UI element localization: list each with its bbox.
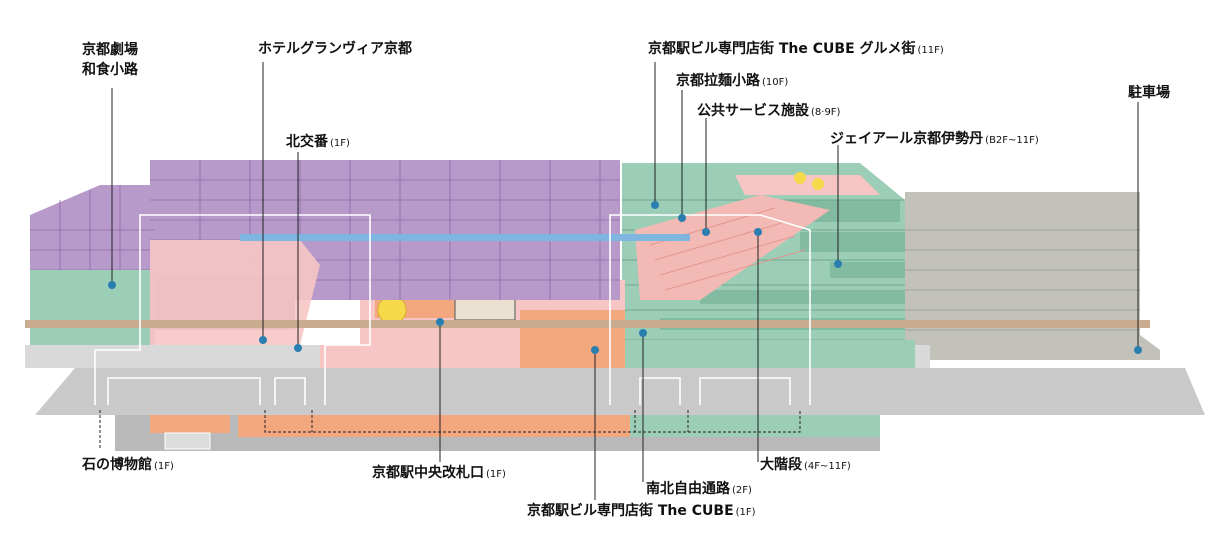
- label-ramen: 京都拉麺小路(10F): [676, 72, 788, 92]
- marker-public: [702, 228, 710, 236]
- label-parking: 駐車場: [1128, 84, 1170, 102]
- marker-cube1f: [591, 346, 599, 354]
- underground-shops: [150, 415, 230, 433]
- base-deck: [25, 320, 1150, 328]
- outline-frames: [94, 214, 811, 405]
- ground-platform: [35, 368, 1205, 415]
- underground-room: [164, 432, 211, 450]
- label-stairs-floor: (4F~11F): [804, 461, 851, 472]
- label-police: 北交番(1F): [286, 133, 350, 153]
- label-police-floor: (1F): [330, 138, 350, 149]
- label-isetan-floor: (B2F~11F): [985, 135, 1039, 146]
- label-cube-gourmet-floor: (11F): [917, 45, 944, 56]
- label-skyway-floor: (2F): [732, 485, 752, 496]
- marker-hotel: [259, 336, 267, 344]
- underground-isetan: [630, 415, 880, 437]
- label-parking-name: 駐車場: [1128, 85, 1170, 101]
- label-gate-name: 京都駅中央改札口: [372, 465, 484, 481]
- label-theater-line1: 京都劇場: [82, 42, 138, 58]
- label-public-name: 公共サービス施設: [697, 103, 809, 119]
- label-cube1f: 京都駅ビル専門店街 The CUBE(1F): [527, 502, 756, 522]
- marker-theater: [108, 281, 116, 289]
- label-cube1f-floor: (1F): [735, 507, 756, 518]
- label-ramen-floor: (10F): [762, 77, 789, 88]
- label-police-name: 北交番: [286, 134, 328, 150]
- label-stone: 石の博物館(1F): [82, 456, 174, 476]
- west-atrium: [150, 240, 320, 345]
- parking-floor-lines: [905, 229, 1140, 331]
- label-public: 公共サービス施設(8·9F): [697, 102, 840, 122]
- label-gate-floor: (1F): [486, 469, 506, 480]
- underground-shops-center: [238, 415, 630, 437]
- label-hotel-name: ホテルグランヴィア京都: [258, 41, 412, 57]
- label-cube-gourmet: 京都駅ビル専門店街 The CUBE グルメ街(11F): [648, 40, 944, 60]
- label-hotel: ホテルグランヴィア京都: [258, 40, 412, 58]
- ground-isetan: [625, 340, 915, 368]
- location-markers: [108, 201, 1142, 354]
- label-skyway: 南北自由通路(2F): [646, 480, 752, 500]
- marker-gate: [436, 318, 444, 326]
- north-south-skyway: [240, 234, 690, 241]
- label-public-floor: (8·9F): [811, 107, 841, 118]
- marker-isetan: [834, 260, 842, 268]
- leader-lines: [111, 62, 1139, 500]
- theater-block: [30, 270, 150, 345]
- marker-parking: [1134, 346, 1142, 354]
- marker-cube-gourmet: [651, 201, 659, 209]
- label-stone-floor: (1F): [154, 461, 174, 472]
- label-stairs: 大階段(4F~11F): [760, 456, 851, 476]
- dashed-connectors: [99, 410, 801, 450]
- rooftop-garden: [735, 175, 880, 195]
- label-isetan-name: ジェイアール京都伊勢丹: [830, 131, 984, 147]
- ground-atrium: [320, 345, 520, 368]
- label-theater: 京都劇場 和食小路: [82, 40, 138, 80]
- label-theater-line2: 和食小路: [82, 62, 138, 78]
- marker-police: [294, 344, 302, 352]
- marker-stairs: [754, 228, 762, 236]
- atrium-round-plaza: [377, 295, 407, 325]
- label-isetan: ジェイアール京都伊勢丹(B2F~11F): [830, 130, 1039, 150]
- rooftop-parasol-2: [812, 178, 824, 190]
- label-gate: 京都駅中央改札口(1F): [372, 464, 506, 484]
- label-stairs-name: 大階段: [760, 457, 802, 473]
- label-cube1f-name: 京都駅ビル専門店街 The CUBE: [527, 503, 734, 519]
- label-skyway-name: 南北自由通路: [646, 481, 730, 497]
- parking-block: [905, 192, 1160, 360]
- marker-ramen: [678, 214, 686, 222]
- label-cube-gourmet-name: 京都駅ビル専門店街 The CUBE グルメ街: [648, 41, 916, 57]
- rooftop-parasol: [794, 172, 806, 184]
- label-ramen-name: 京都拉麺小路: [676, 73, 760, 89]
- marker-skyway: [639, 329, 647, 337]
- label-stone-name: 石の博物館: [82, 457, 152, 473]
